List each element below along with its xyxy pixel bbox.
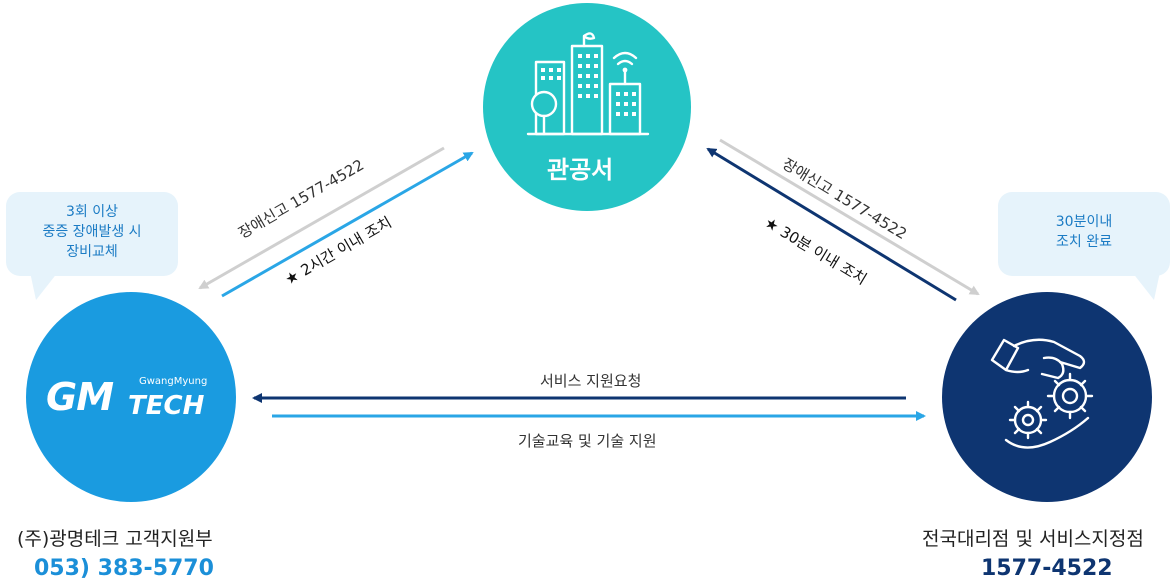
office-title: 관공서	[547, 156, 614, 184]
agency-bubble-line-2: 조치 완료	[1056, 234, 1112, 250]
gmtech-bubble-line-2: 중증 장애발생 시	[42, 224, 142, 240]
agency-bubble-line-1: 30분이내	[1055, 214, 1113, 230]
hand-gears-icon	[990, 338, 1094, 449]
agency-caption: 전국대리점 및 서비스지정점	[922, 528, 1144, 550]
bottom-request-label: 서비스 지원요청	[540, 372, 642, 390]
gmtech-node	[26, 292, 236, 502]
gmtech-bubble-tail	[30, 272, 58, 300]
gmtech-logo-sub: TECH	[128, 391, 205, 421]
agency-bubble: 30분이내 조치 완료	[998, 192, 1170, 276]
left-report-arrow	[198, 146, 445, 290]
agency-bubble-tail	[1132, 272, 1160, 300]
gmtech-logo-main: GM	[46, 375, 114, 419]
agency-node	[942, 292, 1152, 502]
right-report-arrow	[719, 138, 980, 296]
gmtech-bubble-line-3: 장비교체	[66, 244, 118, 260]
gmtech-logo-small: GwangMyung	[139, 376, 208, 387]
gmtech-bubble: 3회 이상 중증 장애발생 시 장비교체	[6, 192, 178, 276]
gmtech-phone: 053) 383-5770	[34, 556, 214, 581]
gmtech-caption: (주)광명테크 고객지원부	[17, 528, 213, 550]
gmtech-bubble-line-1: 3회 이상	[66, 204, 118, 220]
left-response-arrow	[221, 151, 474, 298]
agency-phone: 1577-4522	[981, 556, 1113, 581]
bottom-support-label: 기술교육 및 기술 지원	[518, 432, 657, 450]
city-buildings-icon	[526, 32, 650, 136]
right-response-arrow	[706, 147, 957, 302]
